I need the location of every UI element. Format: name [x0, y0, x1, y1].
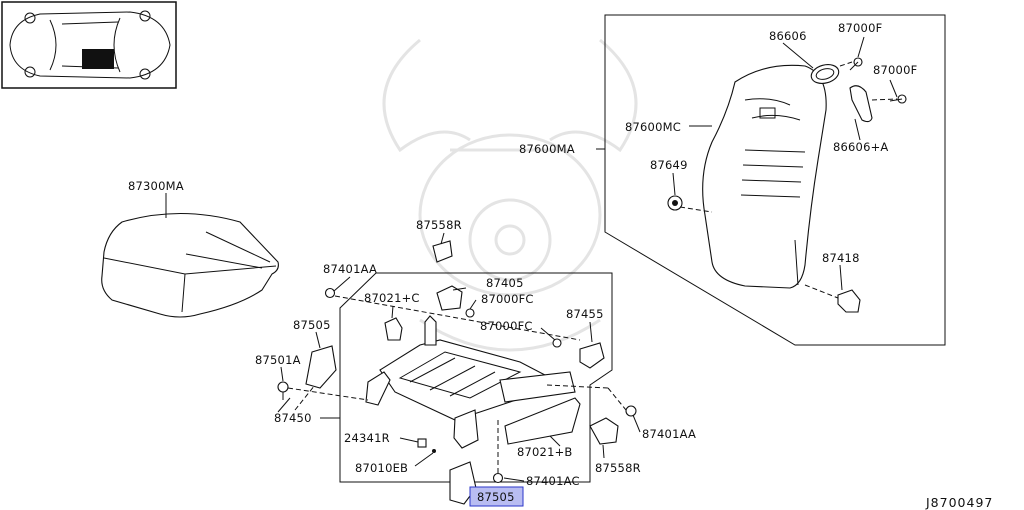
callout-87600mc[interactable]: 87600MC — [625, 120, 681, 134]
bolt-87000F-top — [849, 57, 863, 71]
seat-location-marker — [82, 49, 114, 69]
seat-frame-part — [365, 315, 576, 449]
bolt-87401aa-left-part — [324, 287, 336, 299]
callout-87010eb[interactable]: 87010EB — [355, 461, 408, 475]
clip-87649-part — [667, 195, 683, 211]
bolt-87501a-part — [277, 381, 289, 400]
callout-86606[interactable]: 86606 — [769, 29, 807, 43]
cover-87405-part — [436, 285, 463, 311]
callout-87418[interactable]: 87418 — [822, 251, 860, 265]
seatback-part — [702, 64, 827, 289]
bracket-87505-left-part — [305, 345, 337, 389]
car-location-thumbnail — [1, 1, 177, 89]
callout-87000fc-a[interactable]: 87000FC — [481, 292, 534, 306]
callout-87558r-top[interactable]: 87558R — [416, 218, 462, 232]
watermark-emblem — [382, 38, 638, 352]
diagram-reference-id: J8700497 — [925, 495, 993, 510]
highlight-87505[interactable] — [469, 486, 524, 507]
callout-87000fc-b[interactable]: 87000FC — [480, 319, 533, 333]
callout-87300ma[interactable]: 87300MA — [128, 179, 184, 193]
bolt-87000fc-b-part — [552, 338, 562, 348]
cover-87455-part — [579, 342, 605, 369]
callout-87558r-right[interactable]: 87558R — [595, 461, 641, 475]
seat-frame-box — [339, 272, 613, 483]
trim-86606a-part — [849, 85, 873, 123]
bolt-87000fc-a-part — [465, 308, 475, 318]
callout-87649[interactable]: 87649 — [650, 158, 688, 172]
seat-cushion-part — [101, 212, 279, 318]
callout-86606a[interactable]: 86606+A — [833, 140, 889, 154]
leader-lines — [165, 36, 898, 498]
cover-87558r-right-part — [589, 417, 619, 445]
bolt-87401ac-part — [492, 472, 504, 484]
clip-24341r-part — [417, 438, 427, 448]
callout-87600ma[interactable]: 87600MA — [519, 142, 575, 156]
callout-87401aa-right[interactable]: 87401AA — [642, 427, 696, 441]
side-cover-87021b-part — [504, 397, 581, 445]
bracket-87021c-part — [384, 317, 403, 341]
callout-87501a[interactable]: 87501A — [255, 353, 301, 367]
callout-87401aa-left[interactable]: 87401AA — [323, 262, 377, 276]
callout-87505-left[interactable]: 87505 — [293, 318, 331, 332]
bracket-87418-part — [837, 289, 861, 313]
bolt-87401aa-right-part — [625, 405, 637, 417]
callout-87505-bottom[interactable]: 87505 — [477, 490, 515, 504]
callout-87450[interactable]: 87450 — [274, 411, 312, 425]
bolt-87000F-right — [889, 94, 907, 104]
callout-87021b[interactable]: 87021+B — [517, 445, 573, 459]
callout-87000f-top[interactable]: 87000F — [838, 21, 882, 35]
callout-labels: 86606 87000F 87000F 86606+A 87600MC 8760… — [128, 21, 917, 504]
trim-86606-part — [810, 64, 840, 84]
callout-87405[interactable]: 87405 — [486, 276, 524, 290]
clip-87010eb-part — [432, 449, 436, 453]
seatback-frame — [604, 14, 946, 346]
callout-24341r[interactable]: 24341R — [344, 431, 390, 445]
cover-87558r-top-part — [432, 240, 453, 263]
callout-87021c[interactable]: 87021+C — [364, 291, 420, 305]
callout-87455[interactable]: 87455 — [566, 307, 604, 321]
callout-87000f-right[interactable]: 87000F — [873, 63, 917, 77]
callout-87401ac[interactable]: 87401AC — [526, 474, 580, 488]
